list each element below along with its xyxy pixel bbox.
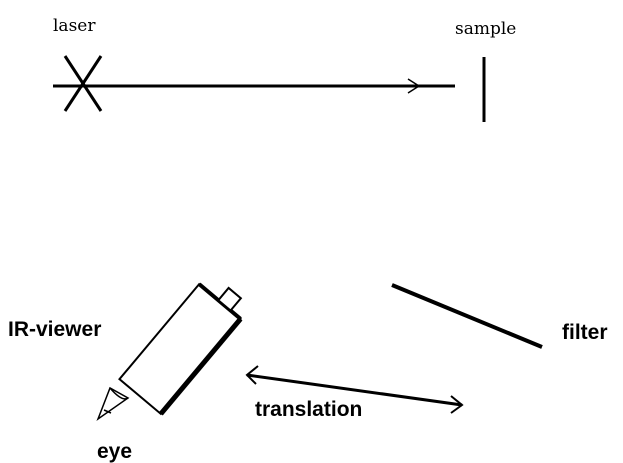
ir-viewer-edge [158, 317, 243, 416]
filter-label: filter [562, 321, 608, 344]
ir-viewer [118, 282, 243, 416]
laser-symbol [63, 55, 103, 112]
sample-label: sample [455, 19, 516, 39]
beam-arrowhead [407, 78, 421, 94]
laser-beam [53, 78, 455, 94]
eye-icon [96, 386, 130, 422]
translation-arrowhead-right [450, 395, 464, 414]
translation-label: translation [255, 398, 362, 421]
laser-label: laser [53, 16, 96, 36]
ir-viewer-label: IR-viewer [8, 318, 101, 341]
translation-arrowhead-left [245, 365, 259, 385]
translation-arrow [245, 365, 464, 414]
filter-plate [391, 283, 543, 349]
ir-viewer-knob [216, 286, 243, 312]
eye-label: eye [97, 440, 132, 463]
